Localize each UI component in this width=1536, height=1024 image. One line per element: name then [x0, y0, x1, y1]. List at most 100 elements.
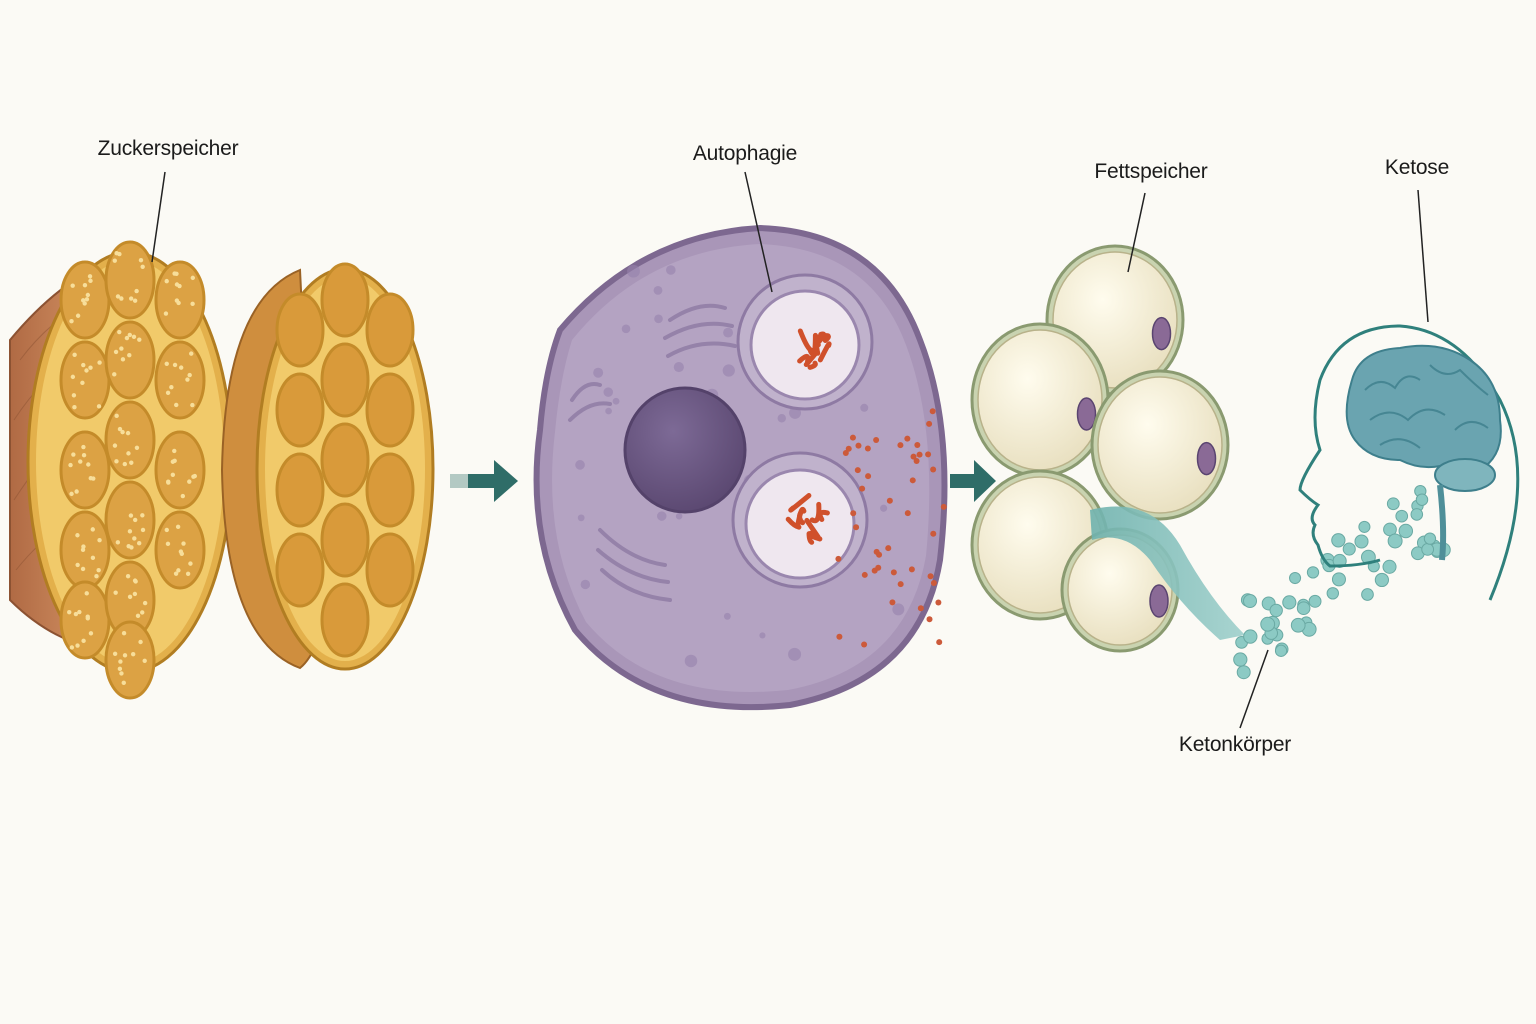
- glycogen-granule: [114, 459, 119, 464]
- glycogen-granule: [68, 462, 73, 468]
- glycogen-granule: [172, 448, 177, 454]
- amino-acid-dot: [886, 497, 893, 504]
- amino-acid-dot: [910, 453, 917, 460]
- glycogen-granule: [169, 384, 174, 390]
- ketone-body-dot: [1387, 533, 1403, 549]
- ketone-body-dot: [1243, 629, 1258, 644]
- lipid-droplet: [1097, 376, 1223, 514]
- glycogen-granule: [87, 274, 93, 279]
- cytoplasm-granule: [575, 460, 585, 470]
- glycogen-granule: [190, 402, 195, 408]
- glycogen-cell: [104, 240, 156, 320]
- glycogen-granule: [189, 351, 194, 356]
- glycogen-granule: [136, 541, 142, 546]
- glycogen-granule: [131, 334, 137, 340]
- ketone-body-dot: [1331, 533, 1346, 548]
- fat-cell-cluster: [970, 244, 1230, 653]
- protein-aggregate: [814, 331, 827, 347]
- cytoplasm-granule: [723, 612, 731, 620]
- protein-aggregate: [797, 328, 819, 354]
- cytoplasm-granule: [722, 364, 735, 377]
- amino-acid-dot: [926, 420, 933, 427]
- glycogen-granule: [142, 600, 148, 606]
- label-fettspeicher: Fettspeicher: [1094, 160, 1208, 183]
- glycogen-granule: [75, 643, 80, 648]
- fat-cell-nucleus: [1149, 584, 1169, 618]
- protein-aggregate: [809, 501, 822, 524]
- glycogen-granule: [97, 537, 102, 543]
- muscle-cell: [320, 342, 370, 418]
- amino-acid-dot: [861, 571, 868, 578]
- protein-aggregate: [788, 493, 812, 513]
- cytoplasm-granule: [580, 579, 591, 590]
- ketone-body-dot: [1386, 497, 1400, 511]
- label-autophagie: Autophagie: [692, 142, 798, 165]
- glycogen-granule: [187, 479, 192, 484]
- glycogen-granule: [127, 529, 133, 534]
- glycogen-cell: [154, 430, 206, 510]
- autophagy-cell: [533, 224, 948, 711]
- glycogen-granule: [115, 540, 121, 545]
- glycogen-granule: [127, 353, 132, 358]
- glycogen-granule: [121, 631, 127, 636]
- cytoplasm-granule: [612, 397, 620, 405]
- amino-acid-dot: [930, 580, 937, 587]
- glycogen-granule: [138, 639, 143, 645]
- cytoplasm-granule: [880, 504, 888, 512]
- ketone-body-dot: [1306, 566, 1320, 579]
- glycogen-cell: [104, 480, 156, 560]
- glycogen-cell: [104, 400, 156, 480]
- cytoplasm-granule: [603, 387, 613, 397]
- ketone-body-dot: [1274, 644, 1288, 657]
- ketone-body-dot: [1382, 559, 1397, 574]
- glycogen-granule: [121, 680, 126, 686]
- glycogen-granule: [70, 283, 75, 288]
- glycogen-granule: [114, 413, 119, 419]
- ketone-body-dot: [1374, 572, 1390, 588]
- label-ketonkoerper: Ketonkörper: [1178, 733, 1292, 756]
- glycogen-granule: [140, 264, 145, 270]
- ketone-body-dot: [1421, 543, 1435, 556]
- glycogen-granule: [75, 533, 80, 538]
- glycogen-granule: [96, 567, 101, 573]
- cytoplasm-granule: [654, 314, 663, 324]
- glycogen-granule: [190, 275, 196, 281]
- amino-acid-dot: [929, 408, 936, 415]
- amino-acid-dot: [925, 451, 932, 458]
- glycogen-granule: [128, 296, 134, 301]
- glycogen-granule: [175, 524, 181, 530]
- amino-acid-dot: [889, 599, 896, 606]
- amino-acid-dot: [936, 639, 943, 646]
- glycogen-granule: [77, 609, 82, 615]
- glycogen-granule: [88, 278, 93, 284]
- glycogen-granule: [133, 579, 138, 584]
- arrow-2-icon: [950, 460, 996, 502]
- amino-acid-dot: [873, 436, 880, 443]
- ketone-body-dot: [1233, 652, 1248, 667]
- glycogen-granule: [90, 555, 96, 561]
- glycogen-granule: [80, 298, 86, 303]
- glycogen-granule: [81, 362, 86, 368]
- glycogen-granule: [140, 527, 146, 533]
- glycogen-granule: [78, 459, 83, 464]
- muscle-cell: [365, 532, 415, 608]
- muscle-cell: [320, 502, 370, 578]
- fat-cell-nucleus: [1151, 316, 1172, 351]
- amino-acid-dot: [836, 633, 843, 640]
- protein-aggregate: [817, 341, 832, 363]
- glycogen-granule: [75, 313, 81, 318]
- glycogen-granule: [119, 296, 124, 301]
- glycogen-cell: [59, 340, 111, 420]
- ketone-stream: [1090, 506, 1245, 640]
- glycogen-granule: [174, 402, 179, 408]
- protein-aggregate: [804, 518, 821, 540]
- glycogen-granule: [122, 653, 128, 658]
- amino-acid-dot: [853, 524, 860, 531]
- cytoplasm-granule: [653, 285, 663, 295]
- glycogen-granule: [112, 372, 117, 377]
- ketone-body-dot: [1282, 595, 1297, 610]
- amino-acid-dot: [916, 451, 923, 458]
- amino-acid-dot: [908, 566, 915, 573]
